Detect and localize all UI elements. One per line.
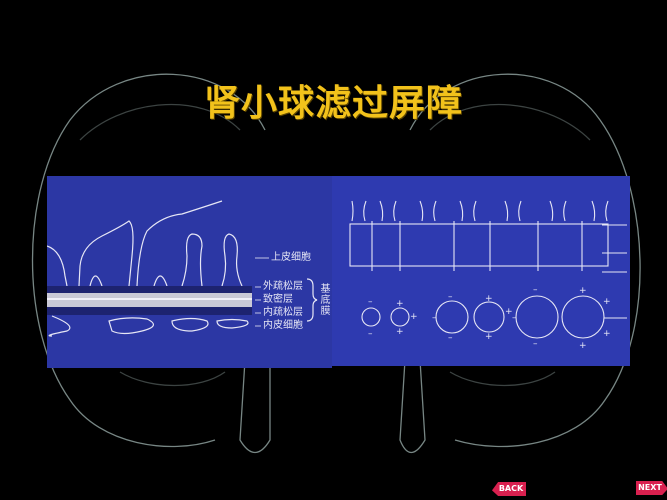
svg-text:+: + (603, 329, 611, 339)
next-button[interactable]: NEXT (636, 481, 667, 495)
svg-text:+: + (396, 327, 404, 337)
slide-title: 肾小球滤过屏障 (203, 83, 463, 124)
svg-text:–: – (448, 292, 453, 302)
label-epithelial-cell: 上皮细胞 (271, 252, 311, 263)
label-dense-layer: 致密层 (263, 294, 293, 305)
svg-text:+: + (485, 332, 493, 342)
svg-text:+: + (579, 286, 587, 296)
svg-text:+: + (579, 341, 587, 351)
svg-text:–: – (533, 339, 538, 349)
svg-text:–: – (512, 313, 517, 323)
label-inner-loose-layer: 内疏松层 (263, 307, 303, 318)
svg-text:+: + (603, 297, 611, 307)
svg-text:+: + (410, 312, 418, 322)
svg-text:–: – (368, 329, 373, 339)
svg-text:–: – (432, 313, 437, 323)
svg-text:–: – (368, 297, 373, 307)
back-button[interactable]: BACK (492, 482, 526, 496)
svg-text:–: – (533, 285, 538, 295)
svg-text:+: + (396, 299, 404, 309)
svg-text:+: + (485, 294, 493, 304)
membrane-layers-illustration (47, 200, 318, 337)
label-outer-loose-layer: 外疏松层 (263, 281, 303, 292)
charge-size-barrier-diagram: – – + + + – – – + + + – – – + + + + (332, 176, 630, 366)
filtration-barrier-illustration: – – + + + – – – + + + – – – + + + + (349, 200, 627, 351)
label-endothelial-cell: 内皮细胞 (263, 320, 303, 331)
svg-text:+: + (505, 307, 513, 317)
label-basement-membrane: 基底膜 (320, 284, 331, 317)
svg-text:–: – (448, 333, 453, 343)
basement-membrane-diagram: 上皮细胞 外疏松层 致密层 内疏松层 内皮细胞 基底膜 (47, 176, 332, 368)
